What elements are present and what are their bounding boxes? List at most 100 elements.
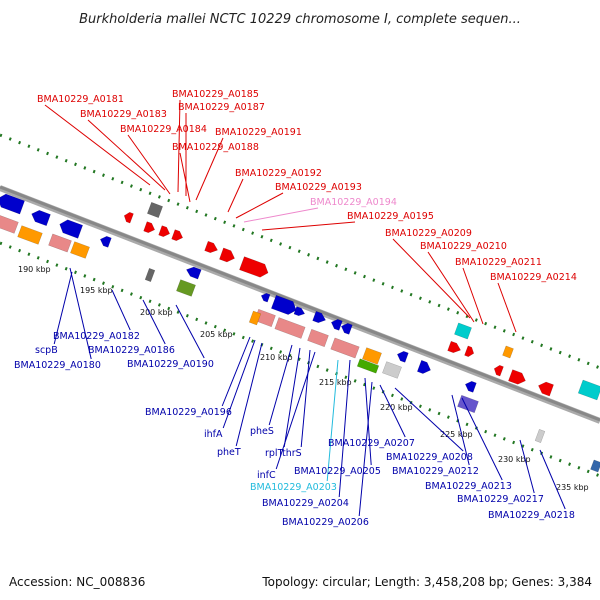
gene-label: BMA10229_A0211 xyxy=(455,257,542,268)
gene-feature xyxy=(577,379,600,401)
gene-label: BMA10229_A0218 xyxy=(488,510,575,521)
gene-feature xyxy=(502,345,514,359)
gene-feature xyxy=(464,381,477,393)
gene-feature xyxy=(0,215,19,234)
gene-feature xyxy=(493,365,504,377)
gene-label: BMA10229_A0182 xyxy=(53,331,140,342)
gene-label: BMA10229_A0193 xyxy=(275,182,362,193)
gene-label: BMA10229_A0208 xyxy=(386,452,473,463)
callout-line xyxy=(87,119,166,191)
gene-label: BMA10229_A0188 xyxy=(172,142,259,153)
gene-label: scpB xyxy=(35,345,58,356)
gene-label: BMA10229_A0203 xyxy=(250,482,337,493)
gene-feature xyxy=(146,201,164,219)
gene-feature xyxy=(307,328,329,348)
gene-feature xyxy=(382,361,402,379)
inner-ring xyxy=(0,241,600,478)
callout-line xyxy=(462,267,484,325)
gene-label: BMA10229_A0192 xyxy=(235,168,322,179)
kbp-tick-label: 195 kbp xyxy=(80,286,113,295)
gene-feature xyxy=(260,292,271,303)
gene-label: BMA10229_A0209 xyxy=(385,228,472,239)
gene-feature xyxy=(534,428,546,444)
callout-line xyxy=(379,384,406,438)
gene-label: BMA10229_A0196 xyxy=(145,407,232,418)
gene-feature xyxy=(171,229,184,241)
gene-feature xyxy=(204,240,218,253)
callout-line xyxy=(44,104,151,186)
gene-feature xyxy=(454,322,472,340)
label-layer: BMA10229_A0181BMA10229_A0183BMA10229_A01… xyxy=(14,89,577,528)
callout-line xyxy=(283,347,301,448)
gene-label: BMA10229_A0187 xyxy=(178,102,265,113)
gene-feature xyxy=(416,359,431,374)
map-title: Burkholderia mallei NCTC 10229 chromosom… xyxy=(79,12,521,27)
gene-label: BMA10229_A0191 xyxy=(215,127,302,138)
kbp-tick-label: 230 kbp xyxy=(498,455,531,464)
gene-feature xyxy=(186,266,202,280)
callout-line xyxy=(221,336,251,407)
callout-line xyxy=(222,339,256,429)
callout-line xyxy=(179,152,191,203)
gene-label: BMA10229_A0190 xyxy=(127,359,214,370)
callout-line xyxy=(497,282,517,333)
gene-label: BMA10229_A0180 xyxy=(14,360,101,371)
gene-feature xyxy=(239,256,269,278)
gene-feature xyxy=(396,351,409,363)
gene-feature xyxy=(464,345,475,357)
callout-line xyxy=(227,178,244,213)
gene-feature xyxy=(340,323,353,335)
feature-layer xyxy=(0,193,600,473)
gene-feature xyxy=(362,347,382,365)
gene-feature xyxy=(0,193,25,215)
kbp-tick-label: 235 kbp xyxy=(556,483,589,492)
gene-label: rplT xyxy=(265,448,284,459)
gene-feature xyxy=(59,219,84,239)
gene-label: infC xyxy=(257,470,276,481)
gene-label: BMA10229_A0205 xyxy=(294,466,381,477)
gene-label: BMA10229_A0214 xyxy=(490,272,577,283)
callout-line xyxy=(53,271,73,345)
gene-label: BMA10229_A0207 xyxy=(328,438,415,449)
callout-line xyxy=(268,344,293,426)
gene-feature xyxy=(590,459,600,473)
callout-line xyxy=(243,207,319,223)
gene-feature xyxy=(158,225,171,237)
gene-feature xyxy=(248,310,262,326)
callout-line xyxy=(461,397,503,481)
gene-feature xyxy=(31,210,51,227)
gene-label: BMA10229_A0194 xyxy=(310,197,397,208)
kbp-tick-label: 190 kbp xyxy=(18,265,51,274)
callout-line xyxy=(338,359,351,498)
kbp-tick-label: 210 kbp xyxy=(260,353,293,362)
gene-label: BMA10229_A0213 xyxy=(425,481,512,492)
gene-label: BMA10229_A0185 xyxy=(172,89,259,100)
gene-label: BMA10229_A0181 xyxy=(37,94,124,105)
gene-feature xyxy=(356,358,380,374)
gene-label: BMA10229_A0204 xyxy=(262,498,349,509)
gene-label: pheS xyxy=(250,426,274,437)
gene-label: BMA10229_A0183 xyxy=(80,109,167,120)
kbp-tick-label: 200 kbp xyxy=(140,308,173,317)
accession-text: Accession: NC_008836 xyxy=(9,575,145,589)
kbp-tick-label: 225 kbp xyxy=(440,430,473,439)
gene-feature xyxy=(143,221,156,233)
callout-line xyxy=(127,134,171,195)
gene-label: ihfA xyxy=(204,429,223,440)
genome-summary-text: Topology: circular; Length: 3,458,208 bp… xyxy=(261,575,592,589)
callout-line xyxy=(326,359,339,482)
callout-line xyxy=(519,439,535,494)
callout-line xyxy=(235,342,263,447)
callout-line xyxy=(394,387,464,452)
kbp-tick-label: 205 kbp xyxy=(200,330,233,339)
callout-line xyxy=(539,449,566,510)
gene-label: BMA10229_A0217 xyxy=(457,494,544,505)
callout-line xyxy=(358,381,373,517)
gene-feature xyxy=(99,236,112,248)
callout-line xyxy=(300,349,311,448)
gene-label: BMA10229_A0210 xyxy=(420,241,507,252)
gene-label: thrS xyxy=(282,448,302,459)
gene-feature xyxy=(330,337,360,359)
